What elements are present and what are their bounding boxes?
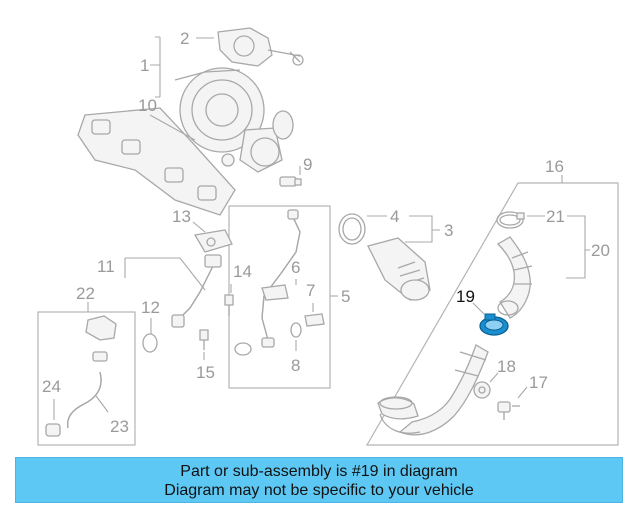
callout-5: 5 xyxy=(341,287,350,306)
oil-line-illustration xyxy=(234,209,325,356)
banner-line-1: Part or sub-assembly is #19 in diagram xyxy=(180,463,458,480)
callout-3: 3 xyxy=(444,221,453,240)
callout-23: 23 xyxy=(110,417,129,436)
callout-6: 6 xyxy=(291,258,300,277)
clamp-21-illustration xyxy=(496,211,525,229)
callout-11: 11 xyxy=(97,257,115,276)
intake-hose-3-illustration xyxy=(338,213,431,301)
wastegate-actuator-illustration xyxy=(217,27,304,67)
banner-line-2: Diagram may not be specific to your vehi… xyxy=(164,482,474,499)
callout-8: 8 xyxy=(291,356,300,375)
callout-7: 7 xyxy=(306,281,315,300)
callout-4: 4 xyxy=(390,207,399,226)
callout-16: 16 xyxy=(545,157,564,176)
bolt-9-illustration xyxy=(279,176,302,187)
coolant-hose-illustration xyxy=(45,315,117,437)
intake-pipe-20-illustration xyxy=(496,236,533,319)
turbocharger-illustration xyxy=(77,67,294,216)
callout-15: 15 xyxy=(196,363,215,382)
callout-10: 10 xyxy=(138,96,157,115)
callout-2: 2 xyxy=(180,29,189,48)
callout-24: 24 xyxy=(42,377,61,396)
callout-9: 9 xyxy=(303,155,312,174)
callout-18: 18 xyxy=(497,357,516,376)
callout-13: 13 xyxy=(172,207,191,226)
callout-20: 20 xyxy=(591,241,610,260)
callout-12: 12 xyxy=(141,298,160,317)
intake-pipe-group-box xyxy=(365,182,619,446)
oil-feed-line-illustration xyxy=(142,229,234,353)
callout-17: 17 xyxy=(529,373,548,392)
callout-21: 21 xyxy=(546,207,565,226)
callout-22: 22 xyxy=(76,284,95,303)
callout-1: 1 xyxy=(140,56,149,75)
clamp-19-highlighted[interactable] xyxy=(479,313,509,336)
callout-14: 14 xyxy=(233,262,252,281)
grommet-18-illustration xyxy=(473,381,491,399)
coolant-hose-group-box xyxy=(37,311,136,446)
info-banner: Part or sub-assembly is #19 in diagram D… xyxy=(15,457,623,503)
intake-pipe-main-illustration xyxy=(377,344,489,436)
bolt-17-illustration xyxy=(497,401,520,420)
callout-19[interactable]: 19 xyxy=(456,287,475,306)
